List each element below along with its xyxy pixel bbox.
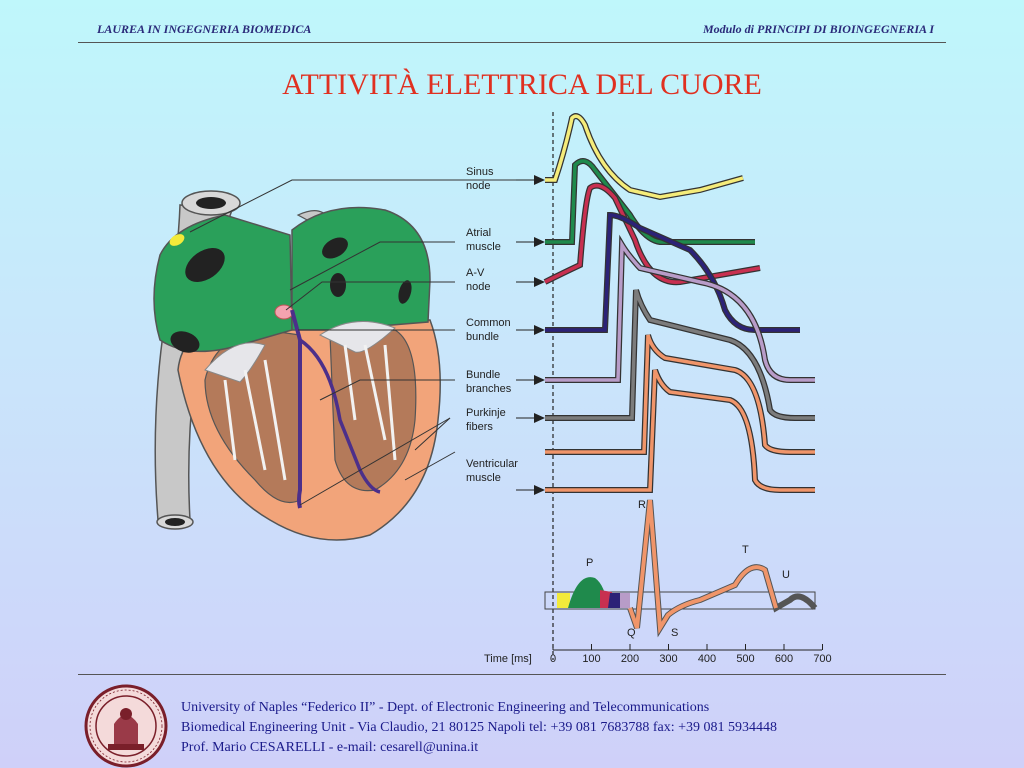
- header-course: LAUREA IN INGEGNERIA BIOMEDICA: [97, 22, 312, 36]
- pointer-lines: [189, 179, 456, 506]
- tick-label: 500: [736, 653, 754, 665]
- heart-illustration: [153, 190, 441, 541]
- label-2-line2: muscle: [466, 241, 501, 253]
- ecg-wave-labels: P Q R S T U: [586, 499, 790, 639]
- wave-label-r: R: [638, 499, 646, 511]
- action-potentials: [543, 113, 815, 493]
- tick-label: 400: [698, 653, 716, 665]
- label-7-line1: Ventricular: [466, 458, 518, 470]
- wave-label-t: T: [742, 544, 749, 556]
- label-6-line1: Purkinje: [466, 407, 506, 419]
- tick-label: 300: [659, 653, 677, 665]
- arrow-head-7: [534, 485, 545, 495]
- arrow-head-5: [534, 375, 545, 385]
- arrow-head-4: [534, 325, 545, 335]
- label-6-line2: fibers: [466, 421, 493, 433]
- label-7-line2: muscle: [466, 472, 501, 484]
- arrow-head-1: [534, 175, 545, 185]
- wave-label-u: U: [782, 569, 790, 581]
- label-4-line1: Common: [466, 317, 511, 329]
- label-3-line2: node: [466, 281, 490, 293]
- arrow-head-3: [534, 277, 545, 287]
- wave-label-p: P: [586, 557, 593, 569]
- tick-label: 200: [621, 653, 639, 665]
- tick-label: 100: [582, 653, 600, 665]
- header-module: Modulo di PRINCIPI DI BIOINGEGNERIA I: [702, 22, 934, 36]
- page-title: ATTIVITÀ ELETTRICA DEL CUORE: [282, 68, 762, 101]
- wave-label-s: S: [671, 627, 678, 639]
- label-arrows: [455, 175, 545, 495]
- label-5-line2: branches: [466, 383, 512, 395]
- label-1-line1: Sinus: [466, 166, 494, 178]
- time-axis-label: Time [ms]: [484, 653, 532, 665]
- ecg-composite: [544, 499, 818, 638]
- tick-label: 0: [550, 653, 556, 665]
- label-3-line1: A-V: [466, 267, 485, 279]
- label-1-line2: node: [466, 180, 490, 192]
- label-5-line1: Bundle: [466, 369, 500, 381]
- wave-label-q: Q: [627, 627, 636, 639]
- arrow-head-6: [534, 413, 545, 423]
- header-rule: [78, 42, 946, 43]
- footer-contacts: University of Naples “Federico II” - Dep…: [181, 698, 777, 758]
- label-4-line2: bundle: [466, 331, 499, 343]
- structure-labels: SinusnodeAtrialmuscleA-VnodeCommonbundle…: [466, 166, 518, 484]
- footer-line-university: University of Naples “Federico II” - Dep…: [181, 700, 710, 715]
- footer-line-address: Biomedical Engineering Unit - Via Claudi…: [181, 720, 778, 735]
- time-axis: Time [ms] 0 100 200 300 400 500 600 700: [484, 644, 832, 665]
- university-seal-logo: [84, 684, 168, 768]
- footer-rule: [78, 674, 946, 675]
- footer-line-professor: Prof. Mario CESARELLI - e-mail: cesarell…: [181, 740, 479, 755]
- arrow-head-2: [534, 237, 545, 247]
- tick-label: 600: [775, 653, 793, 665]
- label-2-line1: Atrial: [466, 227, 491, 239]
- tick-label: 700: [813, 653, 831, 665]
